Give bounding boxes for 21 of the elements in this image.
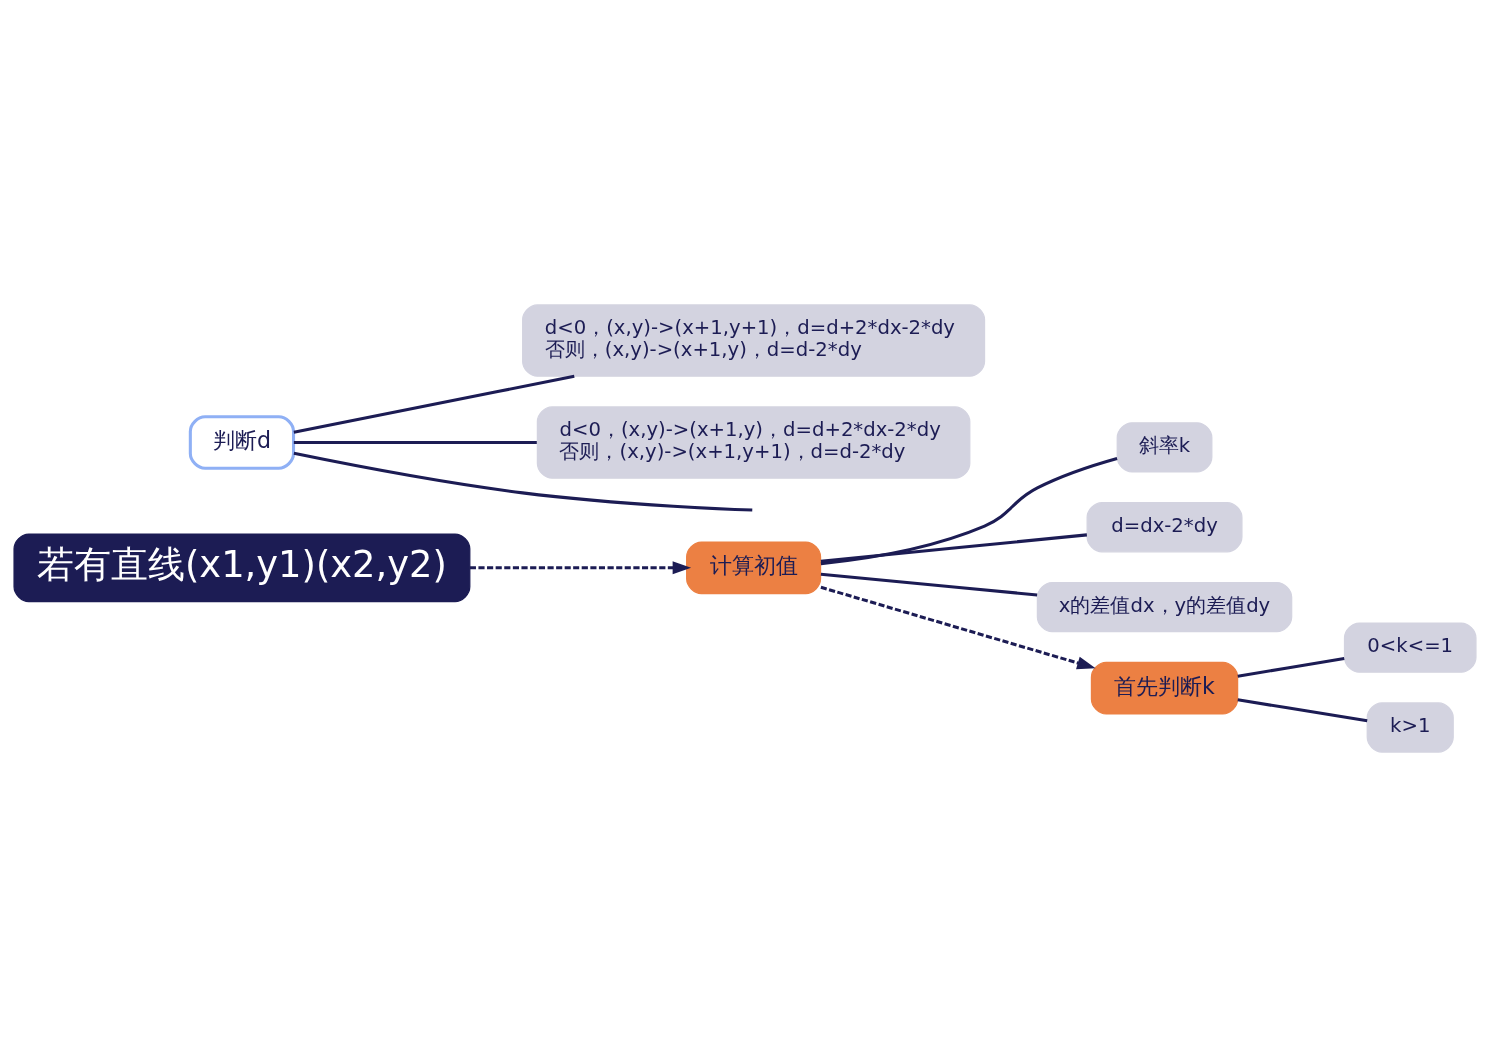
node-box: k>1	[1366, 701, 1454, 753]
connector	[820, 456, 1118, 565]
node-box: 首先判断k	[1090, 661, 1239, 715]
arrow	[469, 560, 692, 574]
node-box: d=dx-2*dy	[1086, 501, 1243, 552]
connector	[820, 572, 1038, 596]
node-box: d<0，(x,y)->(x+1,y)，d=d+2*dx-2*dy 否则，(x,y)->(x+1,y+1)，d=d-2*dy	[536, 405, 971, 479]
node-box: x的差值dx，y的差值dy	[1036, 581, 1293, 632]
arrow	[820, 585, 1096, 669]
connector	[1237, 656, 1345, 678]
node-box: 计算初值	[686, 540, 822, 594]
node-box: 0<k<=1	[1343, 621, 1477, 673]
connector	[1237, 697, 1368, 722]
node-box: 判断d	[188, 414, 296, 470]
connector	[293, 451, 753, 512]
node-box: 若有直线(x1,y1)(x2,y2)	[13, 532, 471, 602]
connector	[293, 440, 537, 444]
connector	[820, 532, 1088, 563]
connector	[293, 374, 575, 434]
node-box: 斜率k	[1116, 421, 1213, 473]
node-box: d<0，(x,y)->(x+1,y+1)，d=d+2*dx-2*dy 否则，(x,y)->(x+1,y)，d=d-2*dy	[522, 303, 986, 377]
